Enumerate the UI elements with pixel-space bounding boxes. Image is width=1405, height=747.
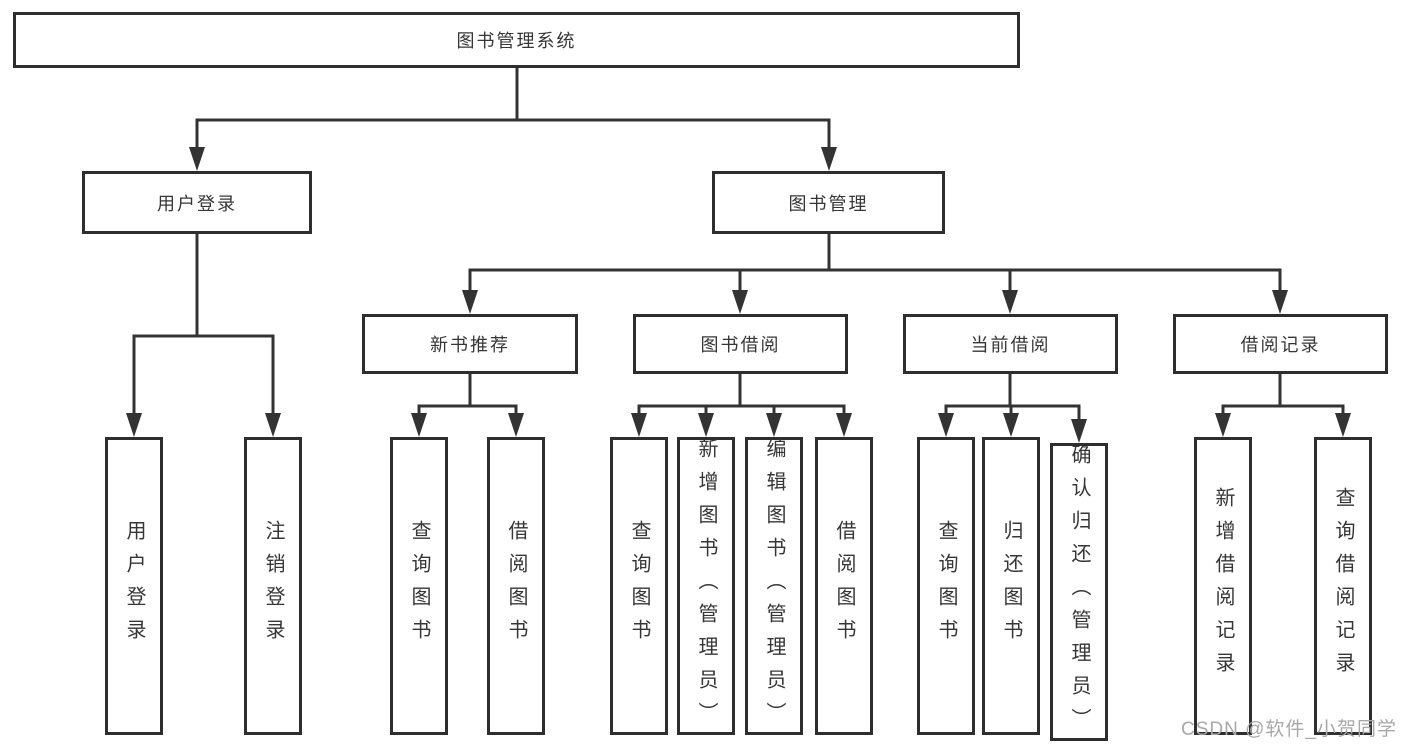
csdn-watermark: CSDN @软件_小贺同学 [1181,719,1397,740]
connector-newbookrec-to-leaves [411,372,524,437]
arrowhead [1002,290,1018,314]
leaf-query-books-rec: 查询图书 [390,437,448,735]
arrowhead [698,413,714,437]
node-user-login-label: 用户登录 [157,193,237,214]
leaf-borrow-books-rec: 借阅图书 [487,437,545,735]
leaf-query-borrow-record: 查询借阅记录 [1314,437,1372,735]
arrowhead [732,290,748,314]
arrowhead [462,290,478,314]
node-book-borrowing-label: 图书借阅 [700,335,781,355]
connector-currentborrow-to-leaves [938,372,1087,443]
leaf-logout: 注销登录 [244,437,302,735]
leaf-add-borrow-record: 新增借阅记录 [1194,437,1252,735]
arrowhead [411,413,427,437]
arrowhead [1003,413,1019,437]
arrowhead [1071,419,1087,443]
arrowhead [766,413,782,437]
arrowhead [836,413,852,437]
node-borrowing-record-label: 借阅记录 [1240,335,1321,355]
node-new-book-recommendation-label: 新书推荐 [430,335,510,355]
leaf-query-books-borrow: 查询图书 [610,437,668,735]
arrowhead [821,147,837,171]
arrowhead [265,413,281,437]
node-current-borrowing-label: 当前借阅 [970,335,1051,355]
leaf-query-books-current-label: 查询图书 [935,520,957,652]
leaf-confirm-return-admin-label: 确认归还（管理员） [1068,443,1090,741]
node-new-book-recommendation: 新书推荐 [362,314,578,374]
arrowhead [126,413,142,437]
leaf-borrow-books-2-label: 借阅图书 [833,520,855,652]
arrowhead [631,413,647,437]
leaf-user-login-label: 用户登录 [123,520,145,652]
node-book-borrowing: 图书借阅 [633,314,848,374]
leaf-query-books-current: 查询图书 [917,437,975,735]
leaf-add-book-admin: 新增图书（管理员） [677,437,735,735]
leaf-add-book-admin-label: 新增图书（管理员） [695,437,717,735]
arrowhead [1335,413,1351,437]
arrowhead [1215,413,1231,437]
node-book-management: 图书管理 [712,171,945,234]
leaf-logout-label: 注销登录 [262,520,284,652]
node-root-label: 图书管理系统 [456,31,577,51]
leaf-query-books-borrow-label: 查询图书 [628,520,650,652]
leaf-edit-book-admin-label: 编辑图书（管理员） [763,437,785,735]
node-user-login: 用户登录 [82,171,312,234]
leaf-add-borrow-record-label: 新增借阅记录 [1212,487,1234,685]
connector-root-to-level2 [189,66,837,171]
arrowhead [1272,290,1288,314]
leaf-borrow-books-rec-label: 借阅图书 [505,520,527,652]
connector-bookmgmt-to-level3 [462,232,1288,314]
node-borrowing-record: 借阅记录 [1173,314,1388,374]
connector-borrowrecord-to-leaves [1215,372,1351,437]
leaf-query-books-rec-label: 查询图书 [408,520,430,652]
node-root: 图书管理系统 [13,12,1020,68]
connector-bookborrow-to-leaves [631,372,852,437]
node-current-borrowing: 当前借阅 [903,314,1118,374]
leaf-user-login: 用户登录 [105,437,163,735]
leaf-query-borrow-record-label: 查询借阅记录 [1332,487,1354,685]
node-book-management-label: 图书管理 [788,193,869,214]
arrowhead [189,147,205,171]
leaf-return-book-label: 归还图书 [1000,520,1022,652]
leaf-edit-book-admin: 编辑图书（管理员） [745,437,803,735]
connector-userlogin-to-leaves [126,232,281,437]
leaf-return-book: 归还图书 [982,437,1040,735]
leaf-confirm-return-admin: 确认归还（管理员） [1050,443,1108,741]
arrowhead [508,413,524,437]
leaf-borrow-books-2: 借阅图书 [815,437,873,735]
arrowhead [938,413,954,437]
